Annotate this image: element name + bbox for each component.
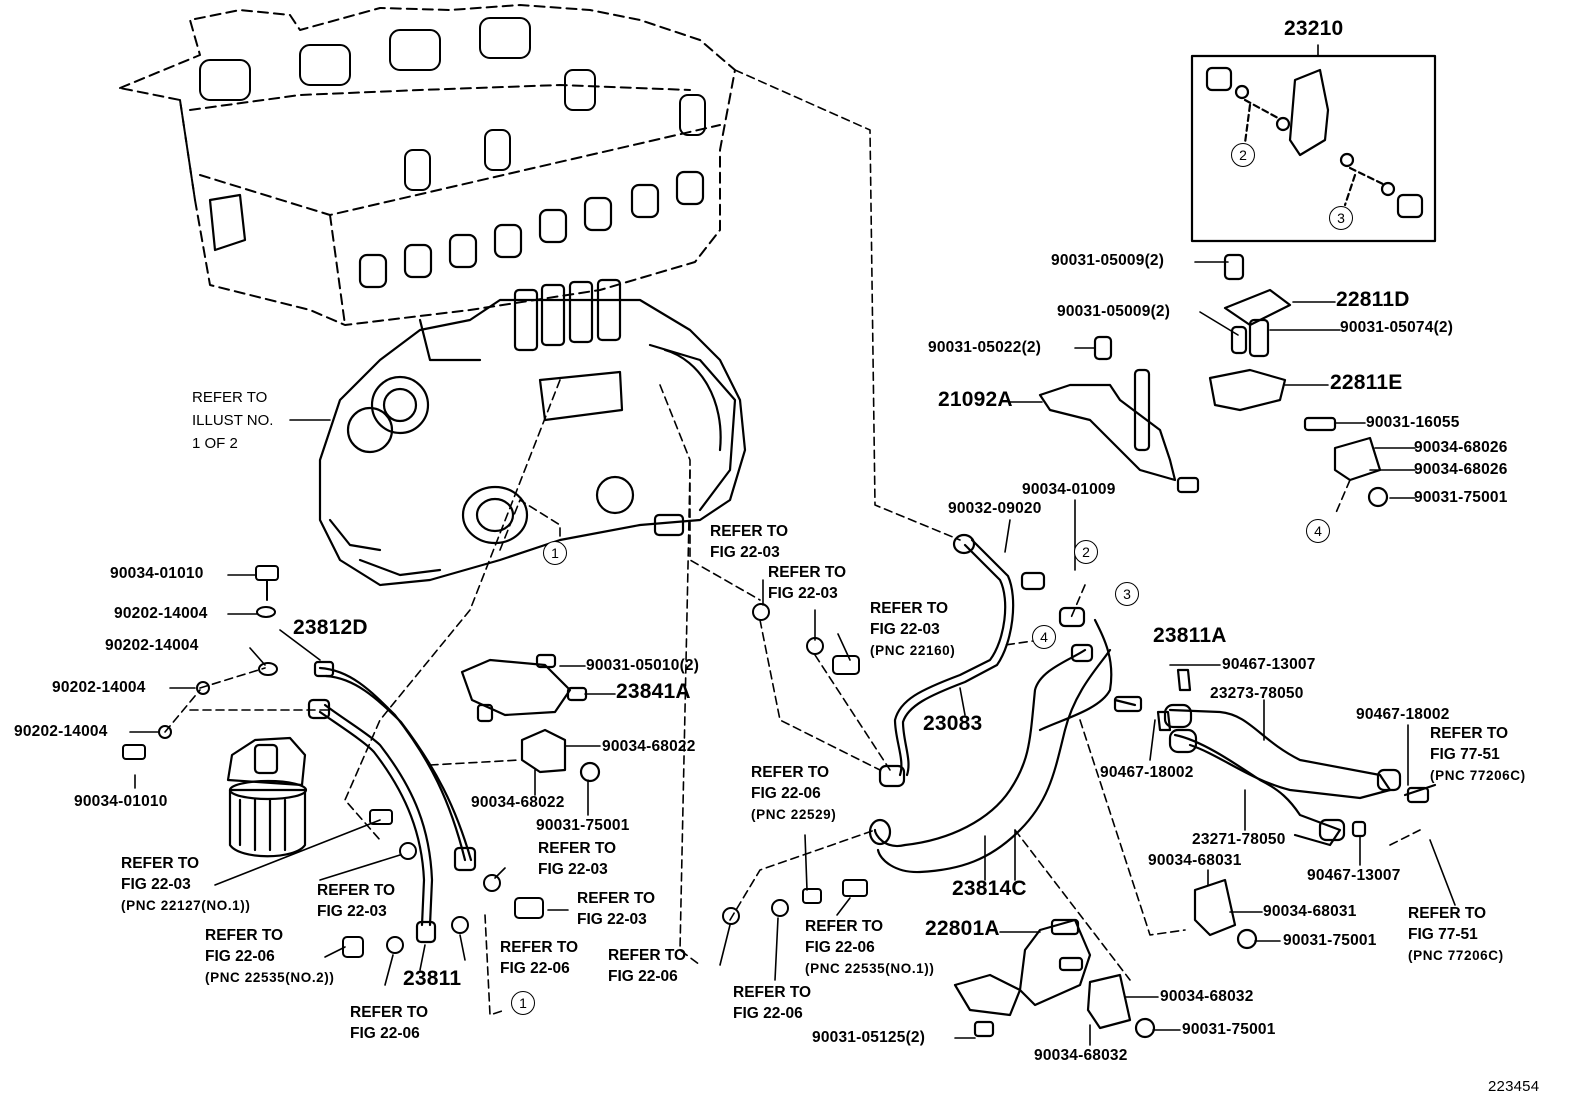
label-90034-68032-b: 90034-68032 <box>1034 1047 1128 1064</box>
label-23812D: 23812D <box>293 616 368 639</box>
label-90467-13007-a: 90467-13007 <box>1222 656 1316 673</box>
fuel-filter <box>226 736 308 858</box>
label-21092A: 21092A <box>938 388 1013 411</box>
callout-4-clamp: 4 <box>1306 519 1330 543</box>
callout-4-line: 4 <box>1032 625 1056 649</box>
label-90034-68026-b: 90034-68026 <box>1414 461 1508 478</box>
label-23083: 23083 <box>923 712 983 735</box>
callout-2-box: 2 <box>1231 143 1255 167</box>
label-90202-14004-b: 90202-14004 <box>105 637 199 654</box>
label-90032-09020: 90032-09020 <box>948 500 1042 517</box>
label-90031-75001-a: 90031-75001 <box>1414 489 1508 506</box>
callout-3-box: 3 <box>1329 206 1353 230</box>
label-90034-68022-b: 90034-68022 <box>471 794 565 811</box>
label-90031-05022: 90031-05022(2) <box>928 339 1042 356</box>
label-23814C: 23814C <box>952 877 1027 900</box>
hoses-right <box>1156 668 1437 847</box>
label-90031-05009-mid: 90031-05009(2) <box>1057 303 1171 320</box>
label-90031-16055: 90031-16055 <box>1366 414 1460 431</box>
label-90202-14004-d: 90202-14004 <box>14 723 108 740</box>
label-90467-13007-b: 90467-13007 <box>1307 867 1401 884</box>
label-90202-14004-a: 90202-14004 <box>114 605 208 622</box>
engine-bores <box>199 17 706 191</box>
label-90467-18002-b: 90467-18002 <box>1100 764 1194 781</box>
callout-2-line: 2 <box>1074 540 1098 564</box>
label-90034-01010-a: 90034-01010 <box>110 565 204 582</box>
label-23273-78050: 23273-78050 <box>1210 685 1304 702</box>
callout-3-line: 3 <box>1115 582 1139 606</box>
label-90034-68032-a: 90034-68032 <box>1160 988 1254 1005</box>
part-23210-box <box>1190 54 1437 243</box>
injection-pump <box>318 278 747 587</box>
label-90034-68031-a: 90034-68031 <box>1148 852 1242 869</box>
label-23811: 23811 <box>403 967 462 990</box>
callout-1-bottom: 1 <box>511 991 535 1015</box>
fuel-lines-left <box>307 660 477 944</box>
label-90034-01010-b: 90034-01010 <box>74 793 168 810</box>
label-90031-05010: 90031-05010(2) <box>586 657 700 674</box>
label-90034-68031-b: 90034-68031 <box>1263 903 1357 920</box>
label-90034-01009: 90034-01009 <box>1022 481 1116 498</box>
label-22811E: 22811E <box>1330 371 1403 394</box>
brackets-right <box>953 253 1389 1039</box>
label-90031-05125: 90031-05125(2) <box>812 1029 926 1046</box>
leader-lines <box>129 44 1456 1046</box>
label-90034-68026-a: 90034-68026 <box>1414 439 1508 456</box>
intake-ports <box>208 170 705 289</box>
engine-block <box>119 4 736 326</box>
label-23811A: 23811A <box>1153 624 1227 647</box>
label-90467-18002-a: 90467-18002 <box>1356 706 1450 723</box>
label-22811D: 22811D <box>1336 288 1410 311</box>
label-23841A: 23841A <box>616 680 691 703</box>
label-90034-68022-a: 90034-68022 <box>602 738 696 755</box>
label-90202-14004-c: 90202-14004 <box>52 679 146 696</box>
fuel-lines-center <box>868 533 1143 874</box>
label-23210: 23210 <box>1284 17 1344 40</box>
label-22801A: 22801A <box>925 917 1000 940</box>
label-90031-75001-d: 90031-75001 <box>1182 1021 1276 1038</box>
diagram-id: 223454 <box>1488 1078 1540 1095</box>
label-90031-75001-c: 90031-75001 <box>1283 932 1377 949</box>
label-90031-05009-top: 90031-05009(2) <box>1051 252 1165 269</box>
callout-1-pump: 1 <box>543 541 567 565</box>
label-90031-05074: 90031-05074(2) <box>1340 319 1454 336</box>
label-23271-78050: 23271-78050 <box>1192 831 1286 848</box>
dashed-leaders <box>164 69 1421 1016</box>
label-90031-75001-b: 90031-75001 <box>536 817 630 834</box>
